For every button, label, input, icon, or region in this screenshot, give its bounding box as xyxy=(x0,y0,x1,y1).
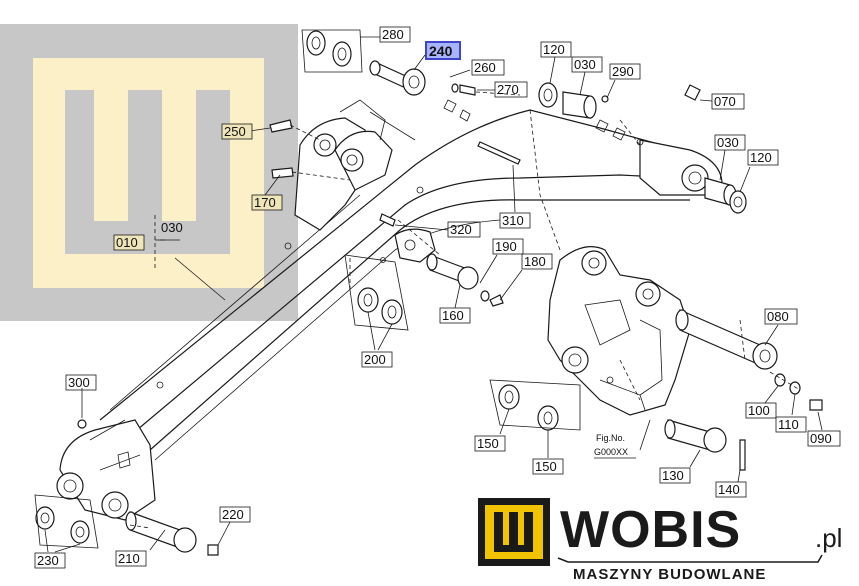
callout-220[interactable]: 220 xyxy=(219,506,251,523)
svg-text:120: 120 xyxy=(543,42,565,57)
callout-010[interactable]: 010 xyxy=(113,234,145,251)
svg-text:070: 070 xyxy=(714,94,736,109)
callout-230[interactable]: 230 xyxy=(34,552,66,569)
svg-text:150: 150 xyxy=(477,436,499,451)
wobis-logo: WOBIS .pl MASZYNY BUDOWLANE xyxy=(478,498,842,583)
callout-160[interactable]: 160 xyxy=(439,307,471,324)
callout-labels: 280 240 260 270 120 030 290 070 030 120 … xyxy=(34,26,841,569)
svg-text:240: 240 xyxy=(429,43,453,59)
svg-text:200: 200 xyxy=(364,352,386,367)
callout-030-right[interactable]: 030 xyxy=(714,134,746,151)
svg-text:030: 030 xyxy=(717,135,739,150)
callout-110[interactable]: 110 xyxy=(775,416,807,433)
pins xyxy=(125,60,778,553)
callout-090[interactable]: 090 xyxy=(807,430,841,447)
svg-text:030: 030 xyxy=(574,57,596,72)
svg-text:140: 140 xyxy=(718,482,740,497)
svg-text:Fig.No.: Fig.No. xyxy=(596,433,625,443)
callout-320[interactable]: 320 xyxy=(447,221,481,238)
svg-text:080: 080 xyxy=(767,309,789,324)
alignment-lines xyxy=(129,91,801,529)
leader-lines xyxy=(44,36,823,553)
svg-text:230: 230 xyxy=(37,553,59,568)
svg-text:030: 030 xyxy=(161,220,183,235)
callout-290[interactable]: 290 xyxy=(609,63,641,80)
svg-text:210: 210 xyxy=(118,551,140,566)
callout-080[interactable]: 080 xyxy=(764,308,798,325)
svg-text:190: 190 xyxy=(495,239,517,254)
svg-text:310: 310 xyxy=(502,213,524,228)
svg-text:270: 270 xyxy=(497,82,519,97)
svg-text:280: 280 xyxy=(382,27,404,42)
svg-text:090: 090 xyxy=(810,431,832,446)
callout-200[interactable]: 200 xyxy=(361,351,393,368)
callout-260[interactable]: 260 xyxy=(471,59,505,76)
svg-text:100: 100 xyxy=(748,403,770,418)
svg-text:130: 130 xyxy=(662,468,684,483)
brand-tagline: MASZYNY BUDOWLANE xyxy=(573,566,766,583)
callout-180[interactable]: 180 xyxy=(521,253,553,270)
callout-120-top[interactable]: 120 xyxy=(540,41,572,58)
shim-boxes xyxy=(34,29,581,549)
callout-310[interactable]: 310 xyxy=(499,212,531,229)
svg-text:160: 160 xyxy=(442,308,464,323)
svg-text:300: 300 xyxy=(68,375,90,390)
figure-number: Fig.No. G000XX xyxy=(594,433,636,459)
svg-text:320: 320 xyxy=(450,222,472,237)
brand-tld: .pl xyxy=(815,523,842,553)
callout-140[interactable]: 140 xyxy=(715,481,747,498)
callout-170[interactable]: 170 xyxy=(251,194,283,211)
svg-text:260: 260 xyxy=(474,60,496,75)
svg-text:120: 120 xyxy=(750,150,772,165)
svg-text:250: 250 xyxy=(224,124,246,139)
bolts xyxy=(77,84,823,556)
callout-120-right[interactable]: 120 xyxy=(747,149,779,166)
brand-name: WOBIS xyxy=(560,501,741,559)
callout-240-selected[interactable]: 240 xyxy=(425,41,461,60)
callout-070[interactable]: 070 xyxy=(711,93,745,110)
watermark-logo xyxy=(0,24,298,321)
svg-text:010: 010 xyxy=(116,235,138,250)
svg-text:110: 110 xyxy=(778,417,799,432)
svg-text:170: 170 xyxy=(254,195,276,210)
callout-030-bracket: 030 xyxy=(161,220,183,235)
callout-270[interactable]: 270 xyxy=(494,81,528,98)
svg-text:150: 150 xyxy=(535,459,557,474)
callout-190[interactable]: 190 xyxy=(492,238,524,255)
svg-text:290: 290 xyxy=(612,64,634,79)
callout-300[interactable]: 300 xyxy=(65,374,97,391)
callout-280[interactable]: 280 xyxy=(379,26,411,43)
swing-bracket xyxy=(547,246,691,416)
callout-250[interactable]: 250 xyxy=(221,123,253,140)
svg-text:G000XX: G000XX xyxy=(594,447,628,457)
callout-210[interactable]: 210 xyxy=(115,550,147,567)
callout-100[interactable]: 100 xyxy=(745,402,777,419)
svg-text:180: 180 xyxy=(524,254,546,269)
callout-150-right[interactable]: 150 xyxy=(532,458,564,475)
callout-130[interactable]: 130 xyxy=(659,467,691,484)
callout-150-left[interactable]: 150 xyxy=(474,435,506,452)
boom-outline xyxy=(56,99,723,521)
svg-text:220: 220 xyxy=(222,507,244,522)
callout-030-top[interactable]: 030 xyxy=(571,56,603,73)
